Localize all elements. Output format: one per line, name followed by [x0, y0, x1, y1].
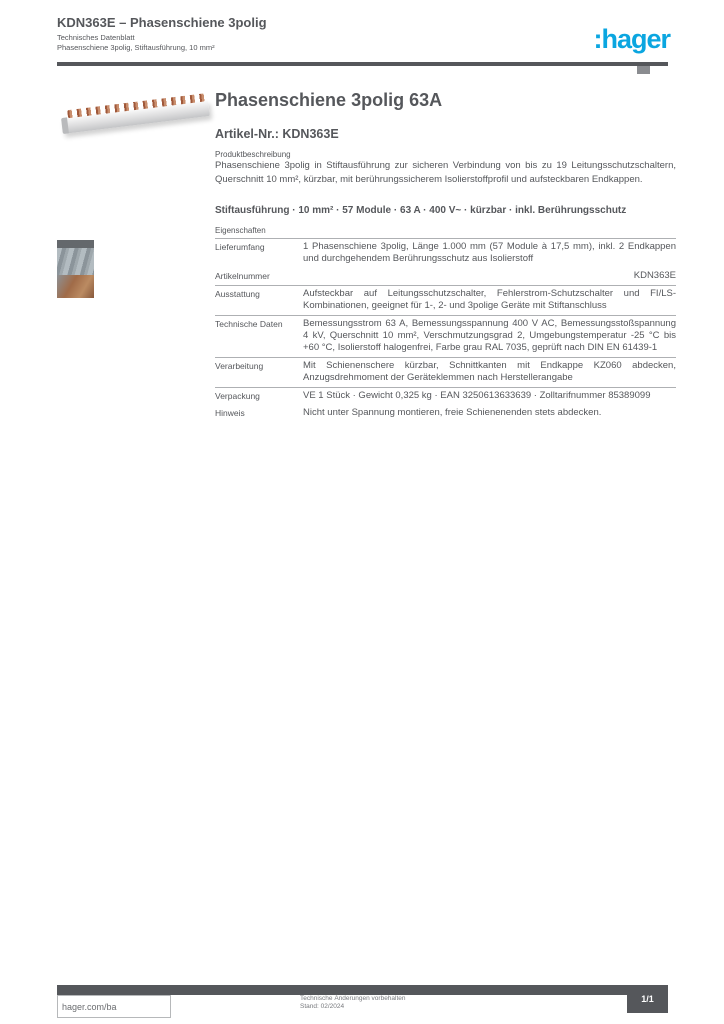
spec-value: Mit Schienenschere kürzbar, Schnittkante…	[303, 360, 676, 383]
spec-value: 1 Phasenschiene 3polig, Länge 1.000 mm (…	[303, 241, 676, 264]
busbar-end-cap	[61, 117, 69, 134]
spec-label: Artikelnummer	[215, 271, 270, 281]
busbar-copper-pins	[67, 93, 206, 119]
spec-value: KDN363E	[633, 270, 676, 281]
photo-copper-area	[57, 275, 94, 298]
product-subtitle: Artikel-Nr.: KDN363E	[215, 127, 339, 141]
table-row: Ausstattung Aufsteckbar auf Leitungsschu…	[215, 285, 676, 315]
logo-tab-mark	[637, 66, 650, 74]
footer-note-line1: Technische Änderungen vorbehalten	[300, 995, 406, 1002]
footer-note: Technische Änderungen vorbehalten Stand:…	[300, 995, 440, 1010]
table-row: Verpackung VE 1 Stück · Gewicht 0,325 kg…	[215, 387, 676, 405]
spec-label: Hinweis	[215, 408, 245, 418]
table-row: Verarbeitung Mit Schienenschere kürzbar,…	[215, 357, 676, 387]
table-row: Lieferumfang 1 Phasenschiene 3polig, Län…	[215, 238, 676, 268]
product-description: Phasenschiene 3polig in Stiftausführung …	[215, 160, 676, 185]
busbar-rail	[61, 93, 210, 134]
header-rule	[57, 62, 668, 66]
footer-bar	[57, 985, 627, 995]
photo-dark-band	[57, 240, 94, 248]
description-label: Produktbeschreibung	[215, 150, 291, 159]
spec-value: Nicht unter Spannung montieren, freie Sc…	[303, 407, 602, 418]
header-subtitle-2: Phasenschiene 3polig, Stiftausführung, 1…	[57, 43, 215, 52]
spec-value: VE 1 Stück · Gewicht 0,325 kg · EAN 3250…	[303, 390, 651, 401]
spec-label: Lieferumfang	[215, 242, 265, 252]
table-row: Technische Daten Bemessungsstrom 63 A, B…	[215, 315, 676, 357]
spec-value: Bemessungsstrom 63 A, Bemessungsspannung…	[303, 318, 676, 353]
spec-label: Verpackung	[215, 391, 260, 401]
application-photo	[57, 240, 94, 298]
header-title: KDN363E – Phasenschiene 3polig	[57, 15, 267, 30]
spec-value: Aufsteckbar auf Leitungsschutzschalter, …	[303, 288, 676, 311]
section-label: Eigenschaften	[215, 226, 266, 235]
header: KDN363E – Phasenschiene 3polig Technisch…	[57, 15, 477, 52]
table-row: Hinweis Nicht unter Spannung montieren, …	[215, 405, 676, 422]
hager-logo: :hager	[593, 24, 671, 54]
page-title: Phasenschiene 3polig 63A	[215, 90, 443, 110]
product-highlight-line: Stiftausführung · 10 mm² · 57 Module · 6…	[215, 205, 627, 216]
header-subtitle-1: Technisches Datenblatt	[57, 33, 135, 42]
table-row: Artikelnummer KDN363E	[215, 268, 676, 285]
product-image-busbar	[57, 84, 210, 160]
spec-label: Technische Daten	[215, 319, 283, 329]
page-number-tab: 1/1	[627, 985, 668, 1013]
photo-stripes	[57, 248, 94, 275]
spec-label: Ausstattung	[215, 289, 260, 299]
footer-url-link[interactable]: hager.com/ba	[57, 995, 171, 1018]
footer-note-line2: Stand: 02/2024	[300, 1002, 345, 1010]
spec-table: Lieferumfang 1 Phasenschiene 3polig, Län…	[215, 238, 676, 422]
spec-label: Verarbeitung	[215, 361, 264, 371]
